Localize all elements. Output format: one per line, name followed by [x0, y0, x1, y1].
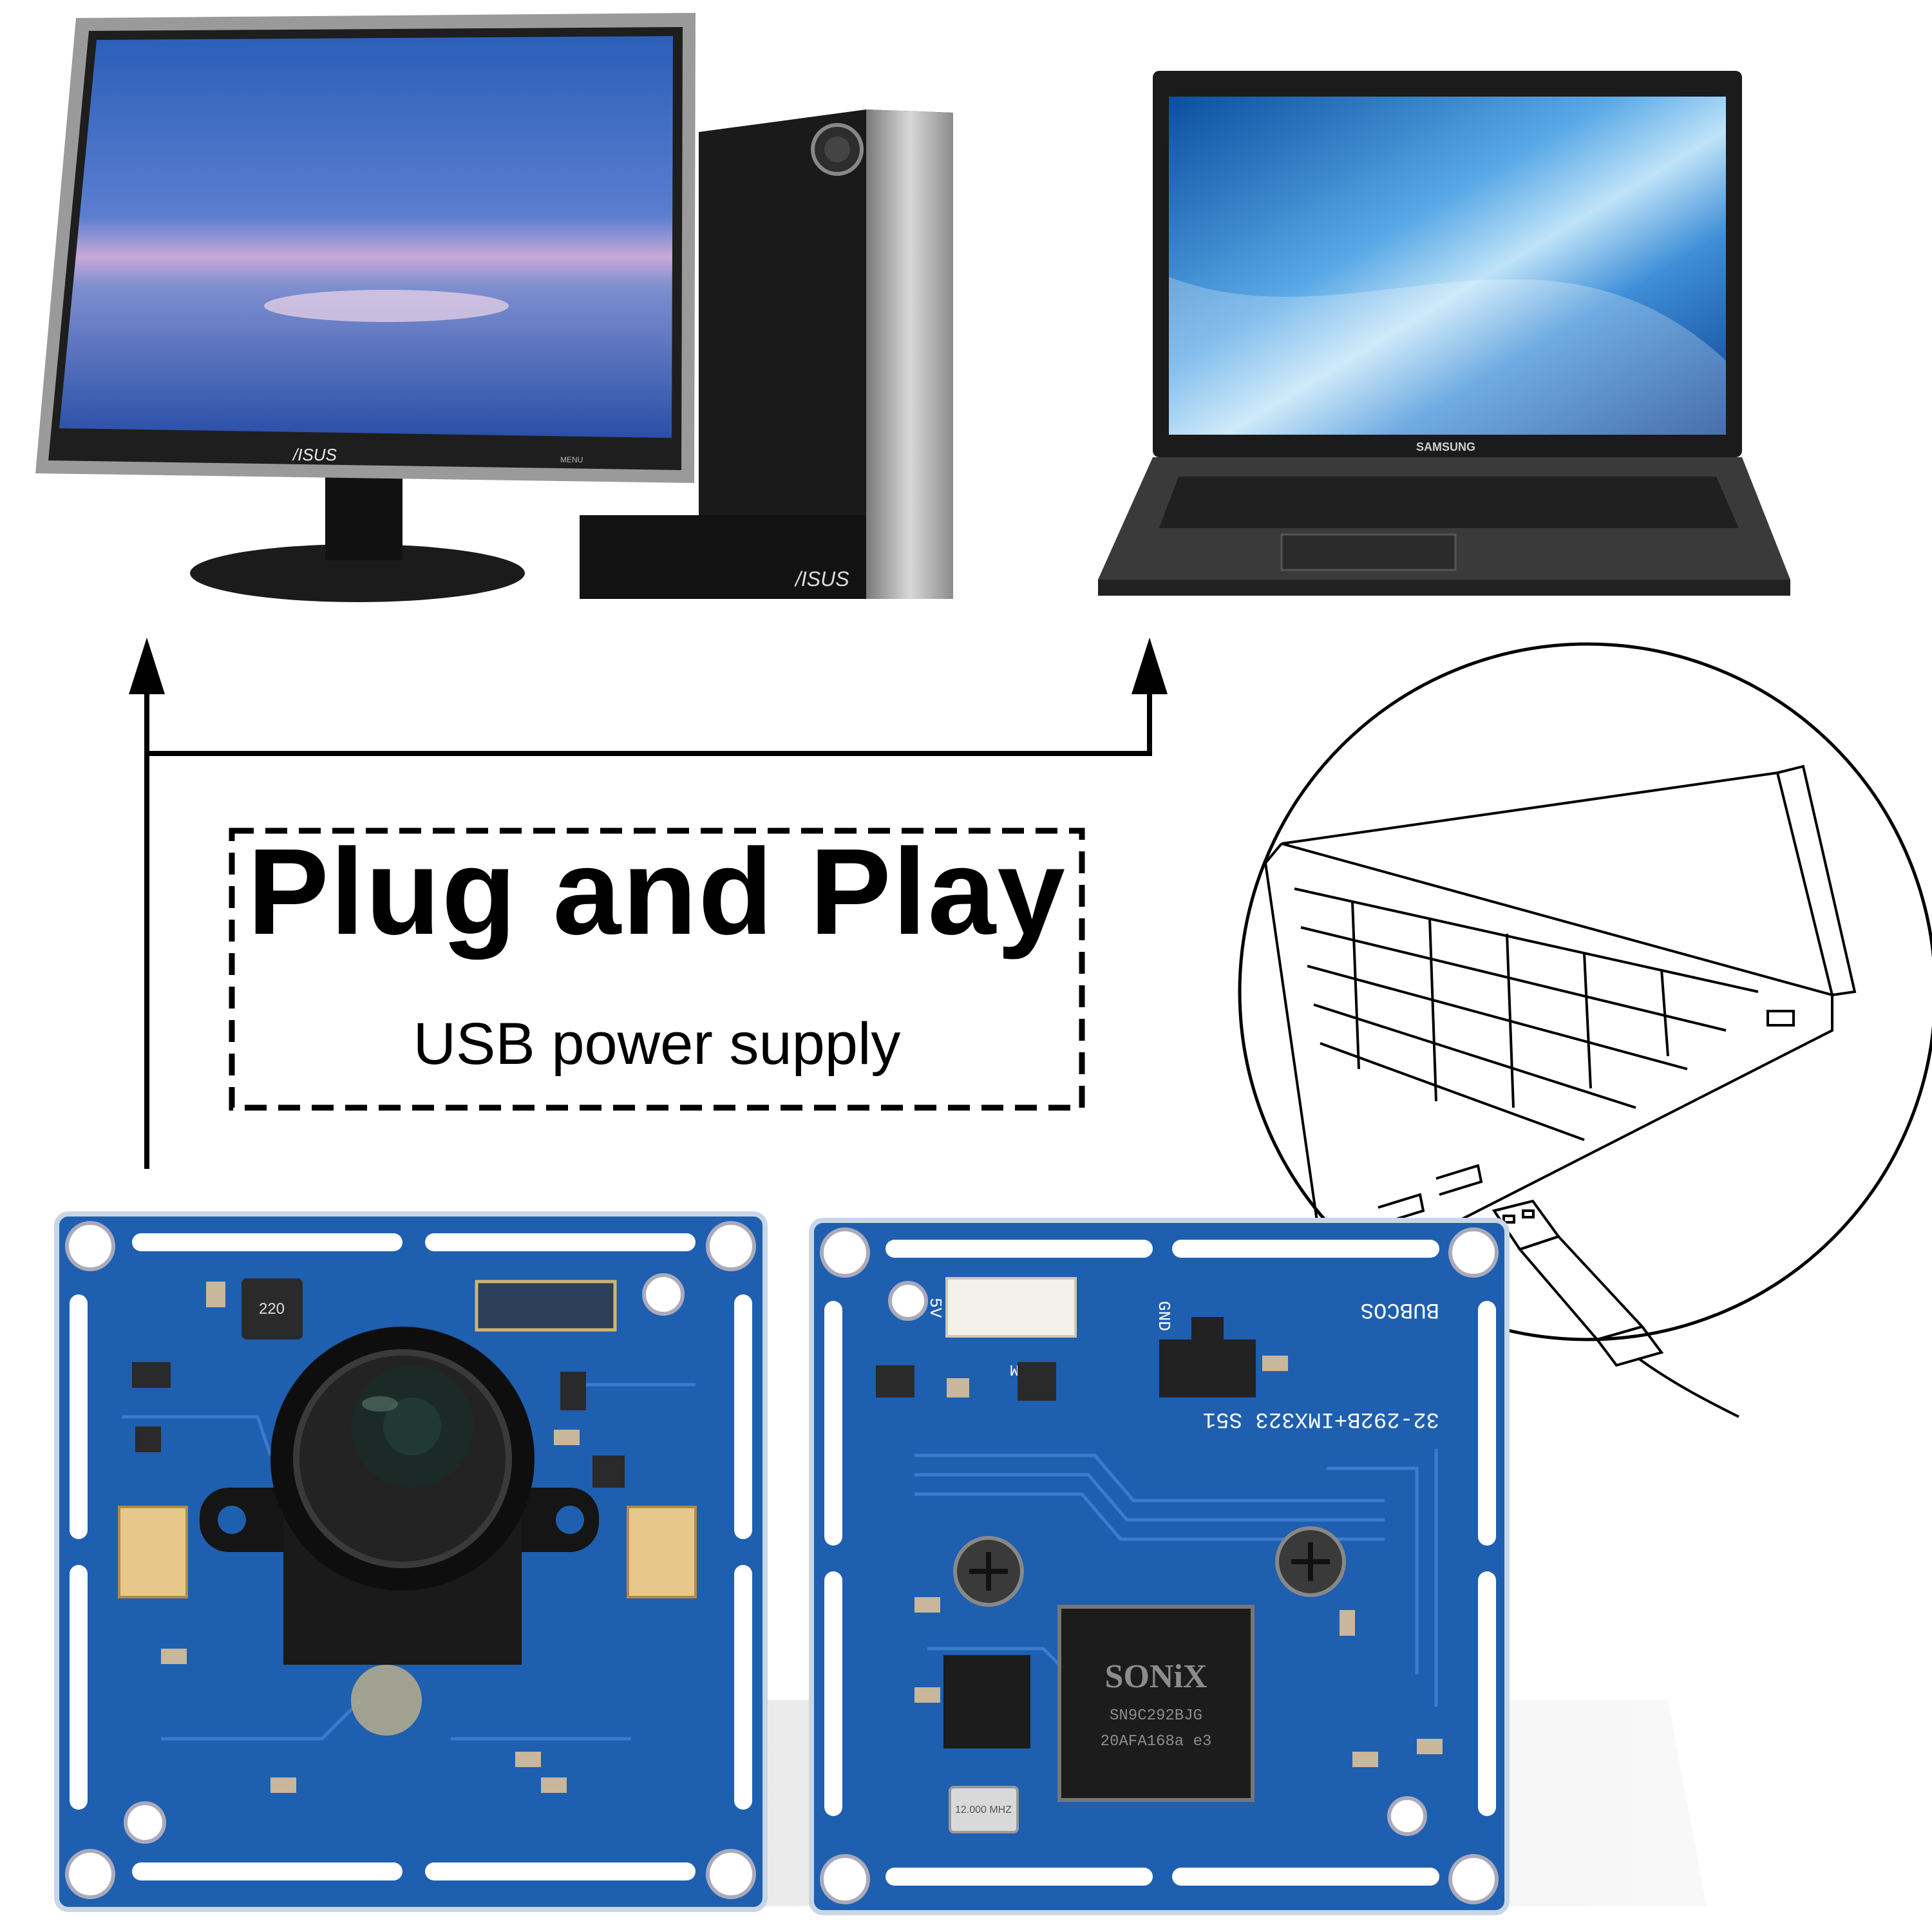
connection-arrows — [144, 692, 1152, 1169]
monitor-screen — [59, 36, 673, 438]
laptop-touchpad — [1280, 533, 1457, 571]
mounting-hole — [65, 1849, 115, 1899]
header-connector — [475, 1280, 617, 1332]
usb-plug-icon — [1238, 642, 1932, 1418]
arrow-up-icon — [129, 638, 165, 694]
crystal — [949, 1786, 1019, 1833]
mounting-hole — [65, 1221, 115, 1271]
monitor-neck — [325, 477, 402, 560]
mounting-hole — [706, 1849, 756, 1899]
laptop-keyboard — [1159, 477, 1739, 528]
silk-model: 32-292B+IMX323 S51 — [1203, 1406, 1439, 1431]
tower: /ISUS — [580, 109, 953, 599]
chip-part: SN9C292BJG — [1110, 1707, 1202, 1725]
silk-5v: 5V — [925, 1298, 945, 1318]
subheadline: USB power supply — [413, 1011, 901, 1077]
mounting-hole — [820, 1227, 870, 1278]
tower-brand: /ISUS — [794, 567, 849, 591]
inductor — [242, 1278, 303, 1340]
mounting-hole — [820, 1854, 870, 1904]
monitor-brand: /ISUS — [292, 445, 337, 464]
laptop-icon: SAMSUNG — [1098, 71, 1790, 596]
monitor-menu-label: MENU — [560, 455, 583, 464]
mounting-hole — [1448, 1227, 1499, 1278]
crystal-label: 12.000 MHZ — [955, 1804, 1012, 1815]
mounting-hole — [1448, 1854, 1499, 1904]
laptop-brand: SAMSUNG — [1416, 440, 1475, 453]
mounting-hole — [706, 1221, 756, 1271]
chip-brand: SONiX — [1105, 1658, 1208, 1695]
sonix-chip — [1057, 1605, 1255, 1802]
silk-gnd: GND — [1154, 1301, 1173, 1331]
camera-board-back: GND 5V DP DM BUBCOS 32-292B+IMX323 S51 — [809, 1218, 1510, 1915]
headline: Plug and Play — [247, 824, 1066, 960]
usb-header-connector — [945, 1277, 1077, 1338]
arrow-up-icon — [1132, 638, 1168, 694]
monitor-base — [190, 544, 525, 602]
chip-code: 20AFA168a e3 — [1101, 1733, 1212, 1750]
desktop-computer-icon: /ISUS /ISUS MENU — [35, 13, 953, 602]
camera-board-front: 220 — [54, 1211, 768, 1912]
inductor-label: 220 — [259, 1300, 285, 1318]
plug-and-play-frame — [229, 828, 1085, 1111]
eeprom-chip — [943, 1655, 1030, 1748]
laptop-screen — [1169, 97, 1726, 435]
silk-brand: BUBCOS — [1361, 1297, 1439, 1321]
